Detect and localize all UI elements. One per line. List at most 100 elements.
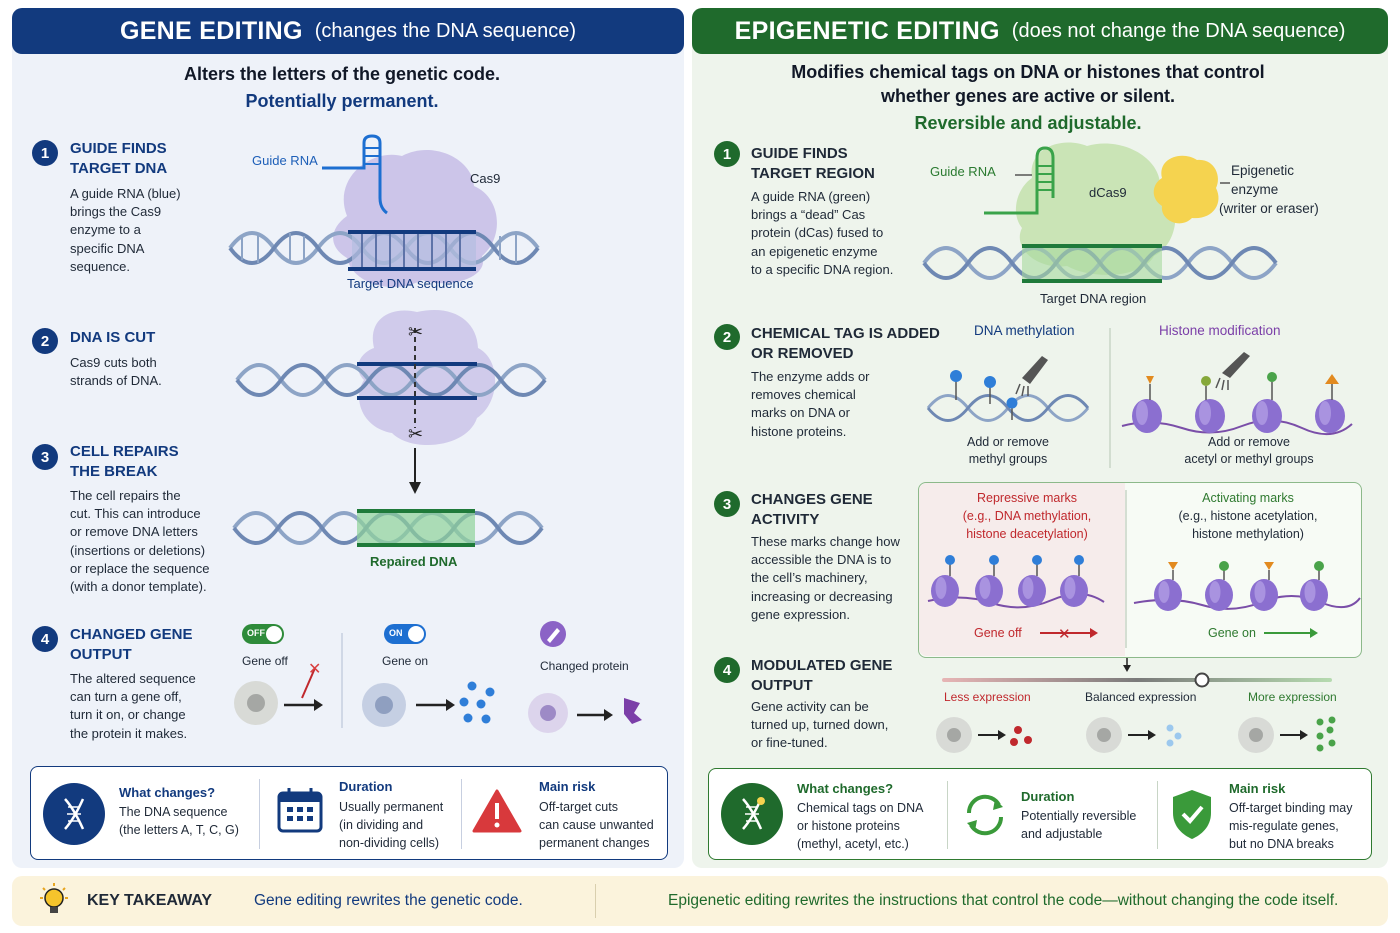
methyl-group-icon bbox=[984, 376, 996, 388]
step-body-line: (insertions or deletions) bbox=[70, 542, 206, 558]
step-number: 3 bbox=[32, 444, 58, 470]
divider bbox=[259, 779, 260, 849]
step-body-line: The altered sequence bbox=[70, 671, 196, 686]
label-line: (e.g., histone acetylation, bbox=[1178, 509, 1318, 523]
step-body-line: The enzyme adds or bbox=[751, 369, 870, 384]
summary-head: Main risk bbox=[1229, 781, 1286, 796]
warning-icon bbox=[471, 787, 523, 835]
nucleosome-icon bbox=[1060, 555, 1088, 607]
gene-editing-summary: What changes? The DNA sequence (the lett… bbox=[30, 766, 668, 860]
label-line: Activating marks bbox=[1202, 491, 1294, 505]
x-mark-icon: ✕ bbox=[1058, 625, 1071, 643]
step-body-line: A guide RNA (blue) bbox=[70, 186, 181, 201]
step-title-line: GUIDE FINDS bbox=[70, 140, 167, 157]
nucleosome-icon bbox=[1018, 555, 1046, 607]
step-title-line: TARGET REGION bbox=[751, 165, 875, 182]
step-title: CELL REPAIRS THE BREAK bbox=[70, 442, 179, 482]
protein-dots bbox=[1166, 724, 1182, 747]
step-body-line: accessible the DNA is to bbox=[751, 552, 892, 568]
step-title: DNA IS CUT bbox=[70, 328, 155, 348]
step-body: Gene activity can be turned up, turned d… bbox=[751, 698, 888, 753]
expression-slider-track bbox=[942, 678, 1332, 682]
step-number: 1 bbox=[32, 140, 58, 166]
epigenetic-editing-banner: EPIGENETIC EDITING (does not change the … bbox=[692, 8, 1388, 54]
enzyme-label-line: enzyme bbox=[1231, 182, 1279, 197]
nucleosome-icon bbox=[1315, 399, 1345, 433]
step-number: 1 bbox=[714, 141, 740, 167]
gene-editing-illustrations: ✂ ✂ ✕ bbox=[228, 134, 642, 733]
step-body-line: protein (dCas) fused to bbox=[751, 225, 884, 241]
step-title: GUIDE FINDS TARGET DNA bbox=[70, 139, 167, 179]
dcas9-blob bbox=[1015, 142, 1176, 275]
step-number: 4 bbox=[32, 626, 58, 652]
nucleosome-icon bbox=[1300, 561, 1328, 611]
more-expression-label: More expression bbox=[1248, 690, 1337, 704]
summary-body-line: (methyl, acetyl, etc.) bbox=[797, 837, 909, 851]
step-body-line: or remove DNA letters bbox=[70, 524, 198, 540]
step-body-line: cut. This can introduce bbox=[70, 506, 201, 522]
epigenetic-editing-panel: EPIGENETIC EDITING (does not change the … bbox=[692, 8, 1388, 868]
less-expression-label: Less expression bbox=[944, 690, 1031, 704]
step-body-line: removes chemical bbox=[751, 387, 856, 403]
step-body-line: gene expression. bbox=[751, 606, 851, 622]
gene-editing-banner: GENE EDITING (changes the DNA sequence) bbox=[12, 8, 684, 54]
toggle-off-label: OFF bbox=[247, 628, 265, 638]
acetyl-mark-icon bbox=[1146, 376, 1154, 384]
step-body: The cell repairs the cut. This can intro… bbox=[70, 487, 209, 596]
step-body: These marks change how accessible the DN… bbox=[751, 533, 900, 624]
histone-modification-label: Histone modification bbox=[1159, 323, 1281, 338]
label-line: histone deacetylation) bbox=[966, 527, 1088, 541]
step-title-line: ACTIVITY bbox=[751, 511, 820, 528]
cas9-blob-cut bbox=[358, 309, 496, 445]
target-dna-label: Target DNA sequence bbox=[347, 276, 474, 291]
epigenetic-editing-summary: What changes? Chemical tags on DNA or hi… bbox=[708, 768, 1372, 860]
step-body-line: to a specific DNA region. bbox=[751, 261, 894, 277]
label-line: acetyl or methyl groups bbox=[1184, 452, 1314, 466]
divider bbox=[947, 781, 948, 849]
summary-body-line: permanent changes bbox=[539, 836, 650, 850]
step-title: MODULATED GENE OUTPUT bbox=[751, 656, 892, 696]
nucleosome-icon bbox=[1250, 562, 1278, 611]
shield-icon bbox=[1169, 787, 1215, 841]
marks-comparison-box bbox=[918, 482, 1362, 658]
gene-editing-takeaway: Gene editing rewrites the genetic code. bbox=[254, 892, 523, 909]
enzyme-blob bbox=[1153, 155, 1219, 224]
protein-dots bbox=[459, 681, 495, 724]
step-title-line: CHANGED GENE bbox=[70, 626, 193, 643]
key-takeaway-bar: KEY TAKEAWAY Gene editing rewrites the g… bbox=[12, 876, 1388, 926]
label-line: Add or remove bbox=[967, 435, 1049, 449]
enzyme-label: Epigenetic enzyme (writer or eraser) bbox=[1219, 161, 1319, 218]
dna-methylation-label: DNA methylation bbox=[974, 323, 1075, 338]
step-title-line: OUTPUT bbox=[70, 646, 132, 663]
protein-dots bbox=[1316, 716, 1336, 752]
methyl-group-icon bbox=[1006, 397, 1018, 409]
label-line: Repressive marks bbox=[976, 491, 1078, 505]
step-body-line: A guide RNA (green) bbox=[751, 189, 871, 204]
changed-protein-label: Changed protein bbox=[540, 659, 629, 673]
summary-body-line: Off-target cuts bbox=[539, 800, 618, 814]
step-title: GUIDE FINDS TARGET REGION bbox=[751, 144, 875, 184]
gene-editing-panel: GENE EDITING (changes the DNA sequence) … bbox=[12, 8, 684, 868]
step-body-line: Gene activity can be bbox=[751, 699, 869, 714]
dna-icon bbox=[721, 783, 783, 845]
step-body: Cas9 cuts both strands of DNA. bbox=[70, 354, 162, 390]
enzyme-label-line: (writer or eraser) bbox=[1219, 201, 1319, 216]
gene-on-label: Gene on bbox=[382, 654, 429, 668]
step-title-line: THE BREAK bbox=[70, 463, 158, 480]
nucleosome-icon bbox=[1154, 562, 1182, 611]
step-body: The altered sequence can turn a gene off… bbox=[70, 670, 196, 743]
step-title-line: CHANGES GENE bbox=[751, 491, 873, 508]
summary-body-line: (the letters A, T, C, G) bbox=[119, 823, 239, 837]
dna-icon bbox=[43, 783, 105, 845]
step-number: 4 bbox=[714, 657, 740, 683]
cas9-label: Cas9 bbox=[470, 171, 501, 186]
summary-body-line: Chemical tags on DNA bbox=[797, 801, 924, 815]
gene-on-label: Gene on bbox=[1208, 626, 1256, 640]
summary-head: Main risk bbox=[539, 779, 596, 794]
step-title: CHEMICAL TAG IS ADDED OR REMOVED bbox=[751, 324, 940, 364]
calendar-icon bbox=[275, 785, 325, 835]
step-body-line: marks on DNA or bbox=[751, 405, 850, 421]
eraser-tool-icon bbox=[1222, 352, 1250, 378]
summary-head: Duration bbox=[1021, 789, 1075, 804]
step-body-line: Cas9 cuts both bbox=[70, 355, 157, 370]
